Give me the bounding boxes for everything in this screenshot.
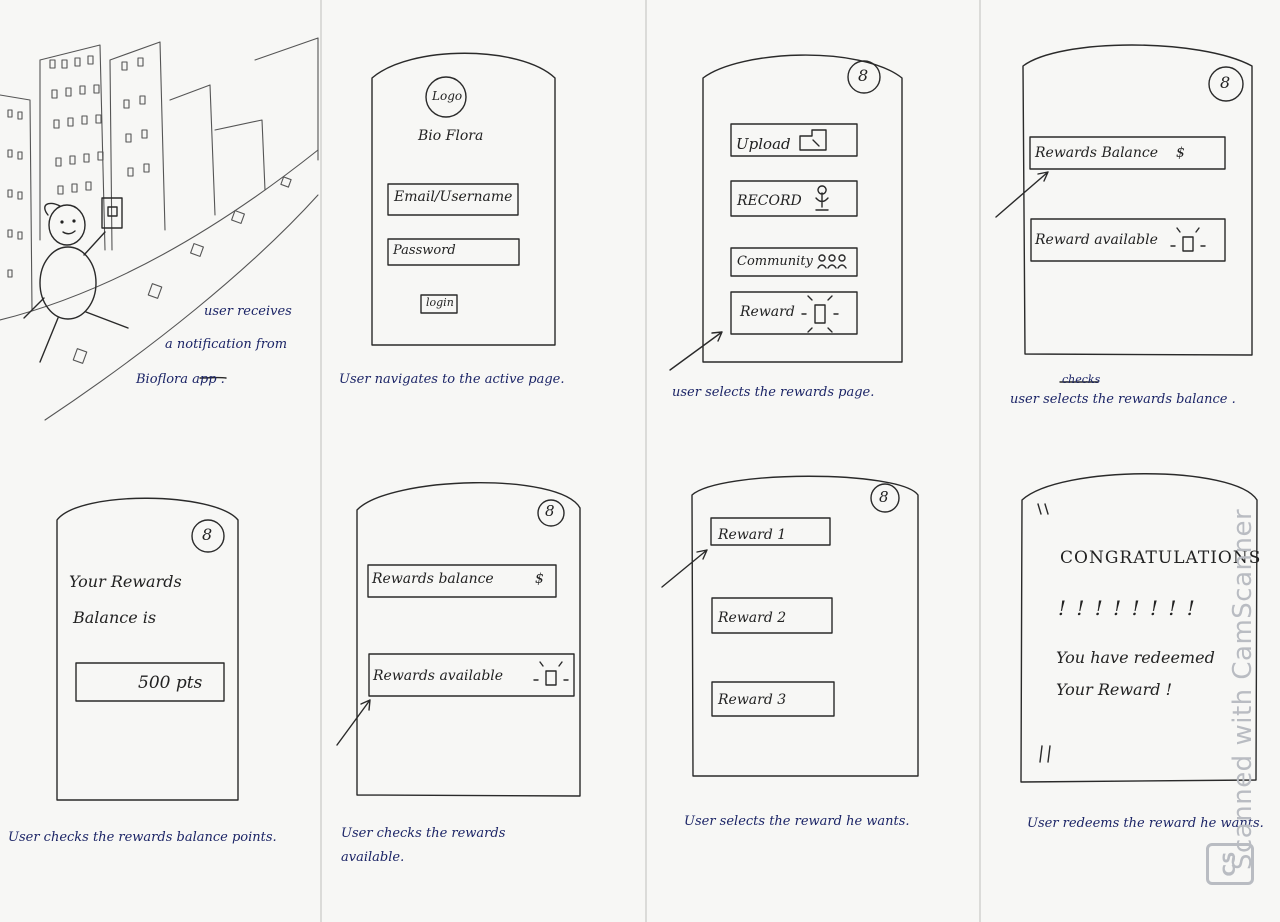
password-box xyxy=(387,238,520,266)
phone-frame-8 xyxy=(1020,473,1258,783)
record-box xyxy=(730,180,858,217)
redeemed-message-line-1: You have redeemed xyxy=(1056,648,1215,667)
reward-2-box xyxy=(711,597,833,634)
caption-4-struck: checks xyxy=(1062,373,1101,386)
reward-3-box xyxy=(711,681,835,717)
balance-heading-line-1: Your Rewards xyxy=(69,572,182,591)
reward-1-box xyxy=(710,517,831,546)
city-scene xyxy=(0,37,319,421)
upload-icon xyxy=(799,129,827,151)
community-button[interactable]: Community xyxy=(737,254,813,269)
rewards-balance-button-4[interactable]: Rewards Balance xyxy=(1035,145,1159,161)
profile-icon-label-7[interactable]: 8 xyxy=(879,488,889,506)
profile-icon-6 xyxy=(537,499,565,527)
points-box xyxy=(75,662,225,702)
upload-box xyxy=(730,123,858,157)
caption-2: User navigates to the active page. xyxy=(339,372,565,387)
trophy-icon-6 xyxy=(533,661,569,686)
caption-1-line-2: a notification from xyxy=(165,337,288,352)
reward-box xyxy=(730,291,858,335)
profile-icon-label-5[interactable]: 8 xyxy=(202,525,213,544)
rewards-balance-box-6 xyxy=(367,564,557,598)
caption-1-line-3: Bioflora app . xyxy=(136,372,225,387)
caption-6: User checks the rewards available. xyxy=(341,826,506,865)
scanner-logo: CS xyxy=(1206,843,1254,885)
caption-3: user selects the rewards page. xyxy=(672,385,875,400)
scanner-watermark: Scanned with CamScanner xyxy=(1228,508,1258,870)
profile-icon-7 xyxy=(870,483,900,513)
phone-frame-4 xyxy=(1022,44,1253,356)
points-value: 500 pts xyxy=(138,673,203,693)
login-button[interactable]: login xyxy=(426,296,454,309)
phone-frame-7 xyxy=(691,475,919,777)
caption-4: user selects the rewards balance . xyxy=(1010,392,1236,407)
phone-frame-6 xyxy=(356,482,581,797)
arrow-4 xyxy=(995,171,1049,218)
phone-frame-5 xyxy=(56,497,239,801)
profile-icon-5 xyxy=(191,519,225,553)
phone-frame-3 xyxy=(702,54,903,363)
exclamation-marks: ! ! ! ! ! ! ! ! xyxy=(1058,596,1197,620)
rewards-available-button-6[interactable]: Rewards available xyxy=(373,668,504,684)
arrow-7 xyxy=(661,549,708,588)
caption-1-line-1: user receives xyxy=(204,304,292,319)
microphone-icon xyxy=(815,185,829,211)
reward-3-button[interactable]: Reward 3 xyxy=(718,692,787,708)
reward-available-button-4[interactable]: Reward available xyxy=(1035,232,1158,248)
reward-button[interactable]: Reward xyxy=(740,304,795,320)
profile-icon-label-4[interactable]: 8 xyxy=(1220,73,1231,92)
congratulations-heading: CONGRATULATIONS xyxy=(1060,548,1262,568)
email-box xyxy=(387,183,519,216)
reward-2-button[interactable]: Reward 2 xyxy=(718,610,787,626)
arrow-3 xyxy=(669,331,723,371)
dollar-symbol-6: $ xyxy=(535,571,544,587)
rewards-available-box-6 xyxy=(368,653,575,697)
redeemed-message-line-2: Your Reward ! xyxy=(1056,680,1172,699)
app-name: Bio Flora xyxy=(418,128,484,144)
arrow-6 xyxy=(336,699,371,746)
profile-icon-3 xyxy=(847,60,881,94)
caption-8: User redeems the reward he wants. xyxy=(1027,816,1264,831)
rewards-balance-button-6[interactable]: Rewards balance xyxy=(372,571,494,587)
trophy-icon-4 xyxy=(1170,227,1206,252)
rewards-balance-box-4 xyxy=(1029,136,1226,170)
trophy-icon xyxy=(801,295,839,333)
dollar-symbol-4: $ xyxy=(1176,145,1185,161)
community-box xyxy=(730,247,858,277)
profile-icon-4 xyxy=(1208,66,1244,102)
logo-circle xyxy=(425,76,467,118)
caption-5: User checks the rewards balance points. xyxy=(8,830,277,845)
upload-button[interactable]: Upload xyxy=(736,135,791,153)
email-username-field[interactable]: Email/Username xyxy=(394,189,513,205)
caption-7: User selects the reward he wants. xyxy=(684,814,910,829)
quote-mark-top xyxy=(1037,503,1049,515)
phone-frame-2 xyxy=(371,52,556,346)
profile-icon-label-6[interactable]: 8 xyxy=(545,502,555,520)
balance-heading-line-2: Balance is xyxy=(73,608,157,627)
reward-1-button[interactable]: Reward 1 xyxy=(718,527,787,543)
login-box xyxy=(420,294,458,314)
reward-available-box-4 xyxy=(1030,218,1226,262)
community-icon xyxy=(817,254,847,269)
record-button[interactable]: RECORD xyxy=(737,193,802,209)
quote-mark-bottom xyxy=(1039,745,1051,763)
password-field[interactable]: Password xyxy=(393,243,456,258)
logo-text: Logo xyxy=(432,89,463,103)
profile-icon-label-3[interactable]: 8 xyxy=(858,66,869,85)
